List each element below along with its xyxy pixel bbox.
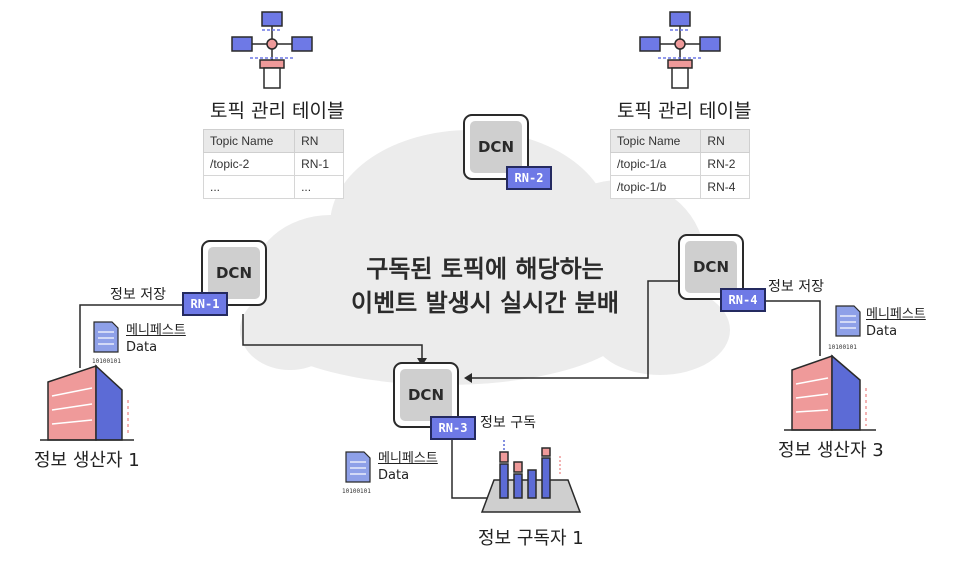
table-cell: RN-4 — [700, 175, 750, 199]
cloud-caption-line1: 구독된 토픽에 해당하는 — [366, 255, 604, 283]
table-row: /topic-2 RN-1 — [202, 152, 344, 176]
table-cell: RN-2 — [700, 152, 750, 176]
table-cell: /topic-1/a — [609, 152, 702, 176]
dcn-node-right[interactable]: DCN — [678, 234, 744, 300]
dcn-label: DCN — [400, 369, 452, 421]
topic-table-left: Topic Name RN /topic-2 RN-1 ... ... — [202, 129, 344, 199]
rn-badge-3[interactable]: RN-3 — [430, 416, 476, 440]
table-title-left: 토픽 관리 테이블 — [210, 100, 345, 122]
producer-3-label: 정보 생산자 3 — [778, 440, 884, 461]
manifest-text-center: 메니페스트 Data — [378, 450, 438, 484]
table-header-row: Topic Name RN — [202, 129, 344, 153]
manifest-title: 메니페스트 — [378, 451, 438, 466]
rn-badge-4[interactable]: RN-4 — [720, 288, 766, 312]
bits-label: 10100101 — [342, 488, 371, 495]
dcn-label: DCN — [470, 121, 522, 173]
table-title-right: 토픽 관리 테이블 — [617, 100, 752, 122]
bits-label: 10100101 — [828, 344, 857, 351]
dcn-node-top[interactable]: DCN — [463, 114, 529, 180]
cloud-caption-line2: 이벤트 발생시 실시간 분배 — [351, 289, 619, 317]
subscribe-label: 정보 구독 — [480, 415, 536, 431]
table-row: /topic-1/a RN-2 — [609, 152, 750, 176]
manifest-text-left: 메니페스트 Data — [126, 322, 186, 356]
manifest-text-right: 메니페스트 Data — [866, 306, 926, 340]
document-icon — [93, 321, 119, 353]
table-row: /topic-1/b RN-4 — [609, 175, 750, 199]
dcn-label: DCN — [685, 241, 737, 293]
table-row: ... ... — [202, 175, 344, 199]
manifest-title: 메니페스트 — [866, 307, 926, 322]
table-cell: ... — [202, 175, 296, 199]
column-header: Topic Name — [609, 129, 702, 153]
table-cell: ... — [294, 175, 344, 199]
manifest-title: 메니페스트 — [126, 323, 186, 338]
table-header-row: Topic Name RN — [609, 129, 750, 153]
building-icon — [784, 354, 876, 431]
rn-badge-2[interactable]: RN-2 — [506, 166, 552, 190]
column-header: RN — [700, 129, 750, 153]
connector-lines — [79, 280, 821, 499]
subscriber-1-label: 정보 구독자 1 — [478, 528, 584, 549]
dcn-label: DCN — [208, 247, 260, 299]
manifest-data: Data — [378, 468, 410, 483]
network-icon — [231, 11, 313, 89]
manifest-data: Data — [126, 340, 158, 355]
tablet-chart-icon — [480, 440, 582, 513]
document-icon — [345, 451, 371, 483]
producer-1-label: 정보 생산자 1 — [34, 450, 140, 471]
manifest-data: Data — [866, 324, 898, 339]
bits-label: 10100101 — [92, 358, 121, 365]
building-icon — [40, 364, 134, 441]
rn-badge-1[interactable]: RN-1 — [182, 292, 228, 316]
store-label-left: 정보 저장 — [110, 287, 166, 303]
document-icon — [835, 305, 861, 337]
column-header: Topic Name — [202, 129, 296, 153]
column-header: RN — [294, 129, 344, 153]
network-icon — [639, 11, 721, 89]
table-cell: /topic-2 — [202, 152, 296, 176]
table-cell: RN-1 — [294, 152, 344, 176]
cloud-caption: 구독된 토픽에 해당하는 이벤트 발생시 실시간 분배 — [320, 252, 650, 320]
store-label-right: 정보 저장 — [768, 279, 824, 295]
topic-table-right: Topic Name RN /topic-1/a RN-2 /topic-1/b… — [609, 129, 750, 199]
table-cell: /topic-1/b — [609, 175, 702, 199]
